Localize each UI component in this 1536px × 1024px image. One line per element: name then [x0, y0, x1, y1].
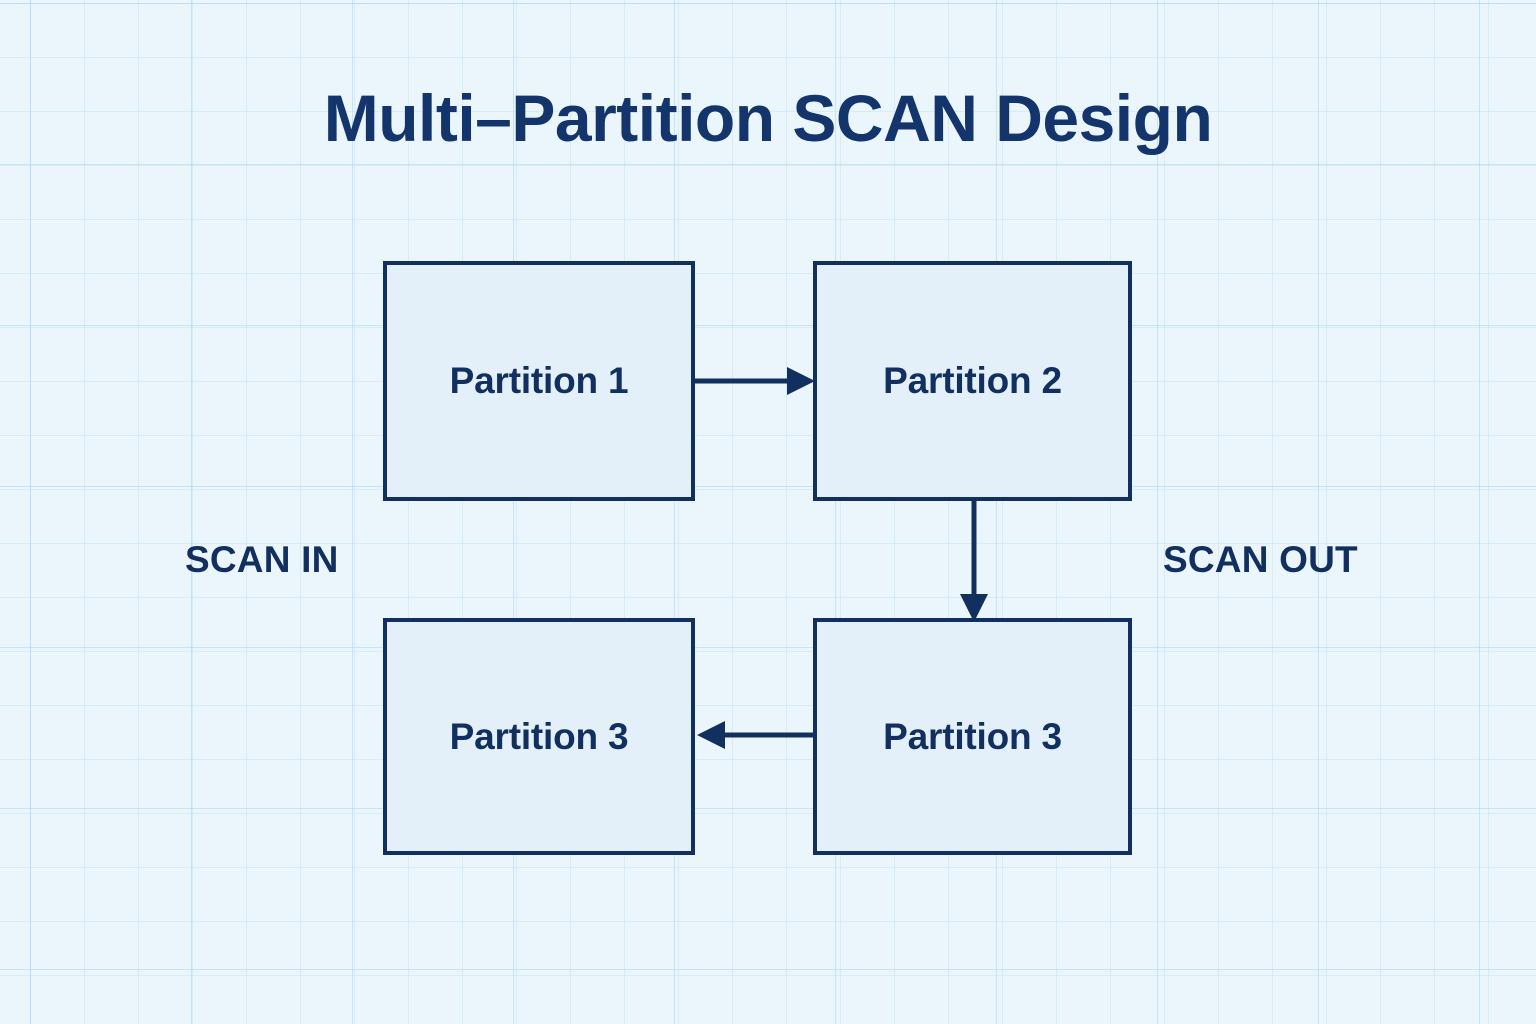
node-partition-2[interactable]: Partition 2	[813, 261, 1132, 501]
node-label: Partition 2	[883, 360, 1062, 401]
scan-in-label: SCAN IN	[185, 539, 339, 580]
node-partition-3-right[interactable]: Partition 3	[813, 618, 1132, 855]
node-label: Partition 3	[883, 715, 1062, 757]
node-label: Partition 1	[449, 360, 629, 401]
scan-out-label: SCAN OUT	[1163, 539, 1358, 580]
arrowhead-right-icon	[787, 367, 815, 395]
edge-partition-3-right-to-partition-3-left-arrow	[697, 721, 815, 749]
page-title: Multi–Partition SCAN Design	[323, 81, 1213, 155]
node-partition-3-left[interactable]: Partition 3	[383, 618, 695, 855]
edge-partition-1-to-partition-2-arrow	[695, 367, 815, 395]
arrowhead-left-icon	[697, 721, 725, 749]
node-label: Partition 3	[449, 715, 629, 757]
edge-partition-2-to-partition-3-arrow	[960, 500, 988, 622]
node-partition-1[interactable]: Partition 1	[383, 261, 695, 501]
